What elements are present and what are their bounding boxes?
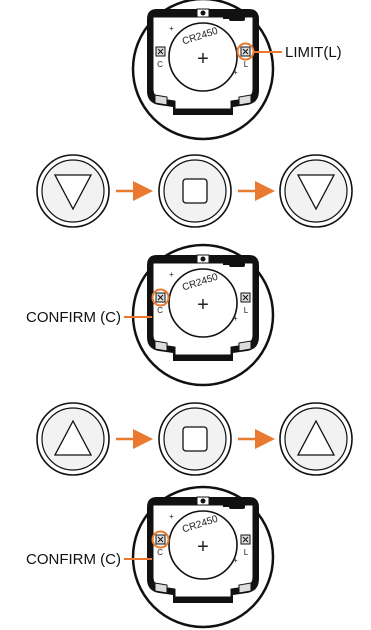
pad-label-left: C xyxy=(157,60,163,69)
square-icon xyxy=(182,178,208,204)
step-2-button-sequence xyxy=(36,154,353,228)
up-triangle-icon xyxy=(296,419,336,456)
pad-label-right: L xyxy=(244,306,249,315)
stop-button xyxy=(158,402,232,476)
up-button-2 xyxy=(279,402,353,476)
limit-callout-text: LIMIT(L) xyxy=(285,44,342,61)
battery-plus-sign: + xyxy=(197,536,209,558)
confirm-pad-highlight xyxy=(151,530,170,549)
limit-pad-highlight xyxy=(236,42,255,61)
up-button-1 xyxy=(36,402,110,476)
square-icon xyxy=(182,426,208,452)
confirm-callout-text: CONFIRM (C) xyxy=(26,551,121,568)
confirm-callout-text: CONFIRM (C) xyxy=(26,309,121,326)
confirm-pad-highlight xyxy=(151,288,170,307)
pad-label-right: L xyxy=(244,60,249,69)
battery-plus-sign: + xyxy=(197,48,209,70)
battery-plus-sign: + xyxy=(197,294,209,316)
pad-label-left: C xyxy=(157,548,163,557)
step-3-remote-battery-view: CR2450 + C L xyxy=(131,243,275,387)
pad-label-right: L xyxy=(244,548,249,557)
down-triangle-icon xyxy=(53,174,93,211)
down-button-2 xyxy=(279,154,353,228)
step-4-button-sequence xyxy=(36,402,353,476)
stop-button xyxy=(158,154,232,228)
down-triangle-icon xyxy=(296,174,336,211)
up-triangle-icon xyxy=(53,419,93,456)
step-5-remote-battery-view: CR2450 + C L xyxy=(131,485,275,629)
pad-label-left: C xyxy=(157,306,163,315)
step-1-remote-battery-view: CR2450 + C L xyxy=(131,0,275,141)
down-button-1 xyxy=(36,154,110,228)
